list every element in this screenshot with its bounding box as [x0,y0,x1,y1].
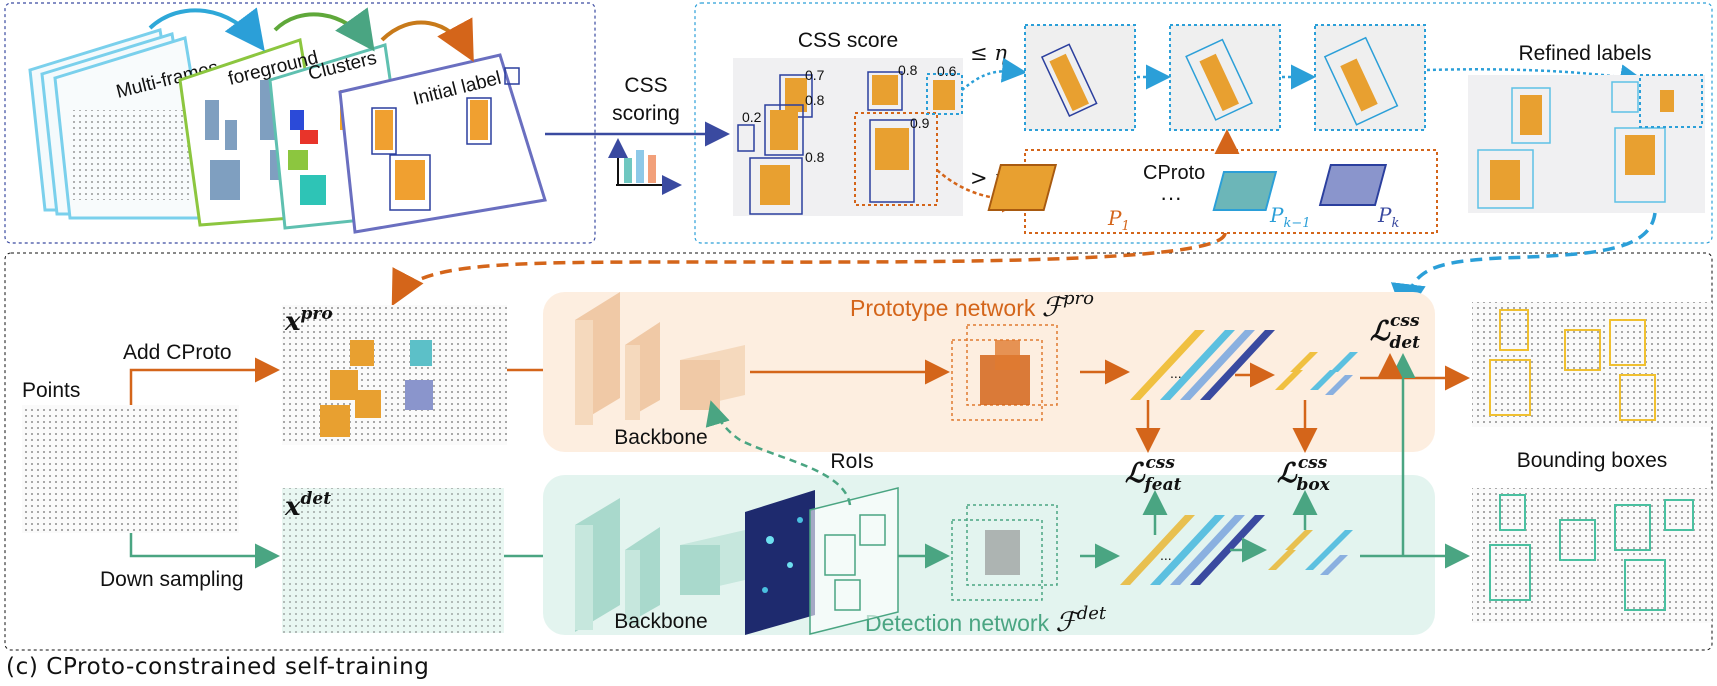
cproto-label: CProto [1143,162,1205,184]
backbone-bottom-label: Backbone [614,610,707,633]
add-cproto-label: Add CProto [123,341,232,364]
refine-step-3 [1314,24,1426,131]
x-pro-label: xpro [284,304,333,337]
score-2: 0.8 [898,62,918,78]
detection-network-label: Detection network ℱdet [865,603,1107,638]
prototype-pk [1318,164,1388,206]
prototype-pk1 [1212,171,1278,211]
figure-caption: (c) CProto-constrained self-training [6,654,430,680]
multi-frames-stack [28,28,217,220]
p1-label: P1 [1107,206,1130,234]
roi-frame [809,487,899,635]
le-eta-label: ≤ η [970,41,1007,65]
top-left-panel [4,2,596,244]
cproto-ellipsis: ··· [1160,185,1182,210]
voxel-grid-bottom [951,504,1058,601]
output-bottom-image [1472,488,1712,623]
backbone-top-label: Backbone [614,426,707,449]
refine-step-2 [1169,24,1281,131]
box-vectors-top [1275,352,1358,395]
refined-labels-scene [1468,74,1705,213]
initial-label-frame [338,53,547,234]
frames-arrow-2 [273,7,375,52]
score-6: 0.8 [805,149,825,165]
pk1-label: Pk−1 [1269,203,1311,231]
bottom-panel [4,252,1713,651]
rois-label: RoIs [830,450,873,473]
feature-map [745,490,815,635]
low-score-box [926,73,963,115]
x-det-label: xdet [284,489,331,522]
feature-vectors-top [1130,330,1275,400]
score-0: 0.7 [805,67,825,83]
score-5: 0.9 [910,115,930,131]
add-cproto-arrow [129,357,280,405]
css-score-title: CSS score [798,29,898,52]
output-top-image [1472,302,1712,427]
detection-backbone [575,498,745,632]
voxel-grid-top [951,324,1058,421]
high-score-box [854,112,938,206]
refined-feedback-arrow [1390,212,1657,319]
det-loss-label: ℒdetcss [1370,311,1420,353]
css-score-scene [733,58,963,216]
css-scoring-label-2: scoring [612,102,680,125]
score-3: 0.6 [937,63,957,79]
rois-feedback-arrow [705,400,852,506]
refine-step-1 [1024,24,1136,131]
feat-dots-top: ... [1170,365,1182,381]
prototype-backbone [575,292,745,425]
feat-dots-bottom: ... [1160,547,1172,563]
frames-arrow-3 [380,17,474,63]
down-sampling-arrow [129,533,280,569]
box-loss-label: ℒboxcss [1277,453,1331,495]
pk-label: Pk [1377,203,1399,231]
top-right-panel [694,2,1713,244]
css-scoring-label-1: CSS [624,74,667,97]
feat-loss-label: ℒfeatcss [1125,453,1182,495]
prototype-p1 [987,164,1058,211]
feature-vectors-bottom [1120,515,1265,585]
down-sampling-label: Down sampling [100,568,244,591]
points-label: Points [22,379,80,402]
histogram-icon [608,138,682,195]
bounding-boxes-title: Bounding boxes [1517,449,1668,472]
score-4: 0.2 [742,109,762,125]
frames-arrow-1 [148,7,265,52]
low-score-arrow [961,57,1027,91]
refined-labels-title: Refined labels [1518,42,1651,65]
cproto-feedback-arrow [391,232,1227,307]
box-vectors-bottom [1268,530,1353,575]
score-1: 0.8 [805,92,825,108]
